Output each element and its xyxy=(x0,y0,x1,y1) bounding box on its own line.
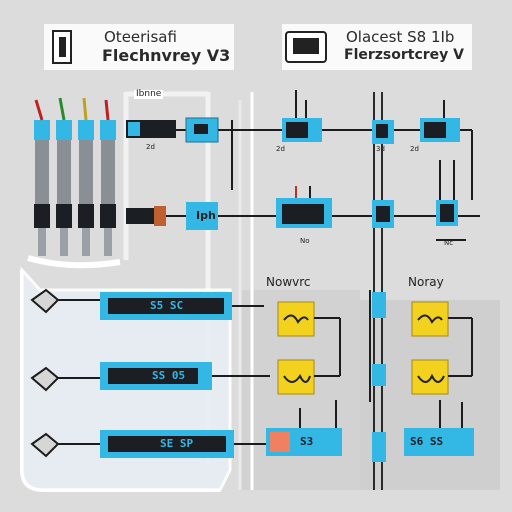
probe-2 xyxy=(56,97,72,256)
header-left-line1: Oteerisafi xyxy=(104,28,177,46)
power-label-right: Noray xyxy=(408,275,444,289)
header-right: Olacest S8 1Ib Flerzsortcrey V xyxy=(282,24,472,70)
mid-label: Iph xyxy=(196,209,216,222)
led-blocks xyxy=(266,400,474,462)
channel-modules xyxy=(30,288,270,458)
probe-3 xyxy=(78,97,94,256)
channel-1-text: S5 SC xyxy=(150,299,184,312)
header-left: Oteerisafi Flechnvrey V3 xyxy=(44,24,234,70)
relay-modules xyxy=(277,290,473,402)
label-a: 2d xyxy=(146,143,155,151)
label-d: 2d xyxy=(410,145,419,153)
display-icon xyxy=(285,31,327,63)
probe-1 xyxy=(34,99,50,256)
channel-3-text: SE SP xyxy=(160,437,194,450)
header-right-line1: Olacest S8 1Ib xyxy=(346,28,455,46)
power-label-left: Nowvrc xyxy=(266,275,311,289)
header-right-line2: Flerzsortcrey V xyxy=(344,47,464,63)
led-block-left-text: S3 xyxy=(300,435,314,448)
channel-2-text: SS 05 xyxy=(152,369,186,382)
middle-row xyxy=(126,160,480,241)
label-c: 3d xyxy=(376,145,385,153)
header-left-line2: Flechnvrey V3 xyxy=(102,46,231,65)
label-b: 2d xyxy=(276,145,285,153)
top-row xyxy=(126,90,473,200)
label-e: No xyxy=(300,237,310,245)
probe-4 xyxy=(100,99,116,256)
top-tag: Ibnne xyxy=(134,89,164,99)
led-block-right-text: S6 SS xyxy=(410,435,444,448)
label-f: Nc xyxy=(444,239,454,247)
battery-icon xyxy=(52,30,72,64)
